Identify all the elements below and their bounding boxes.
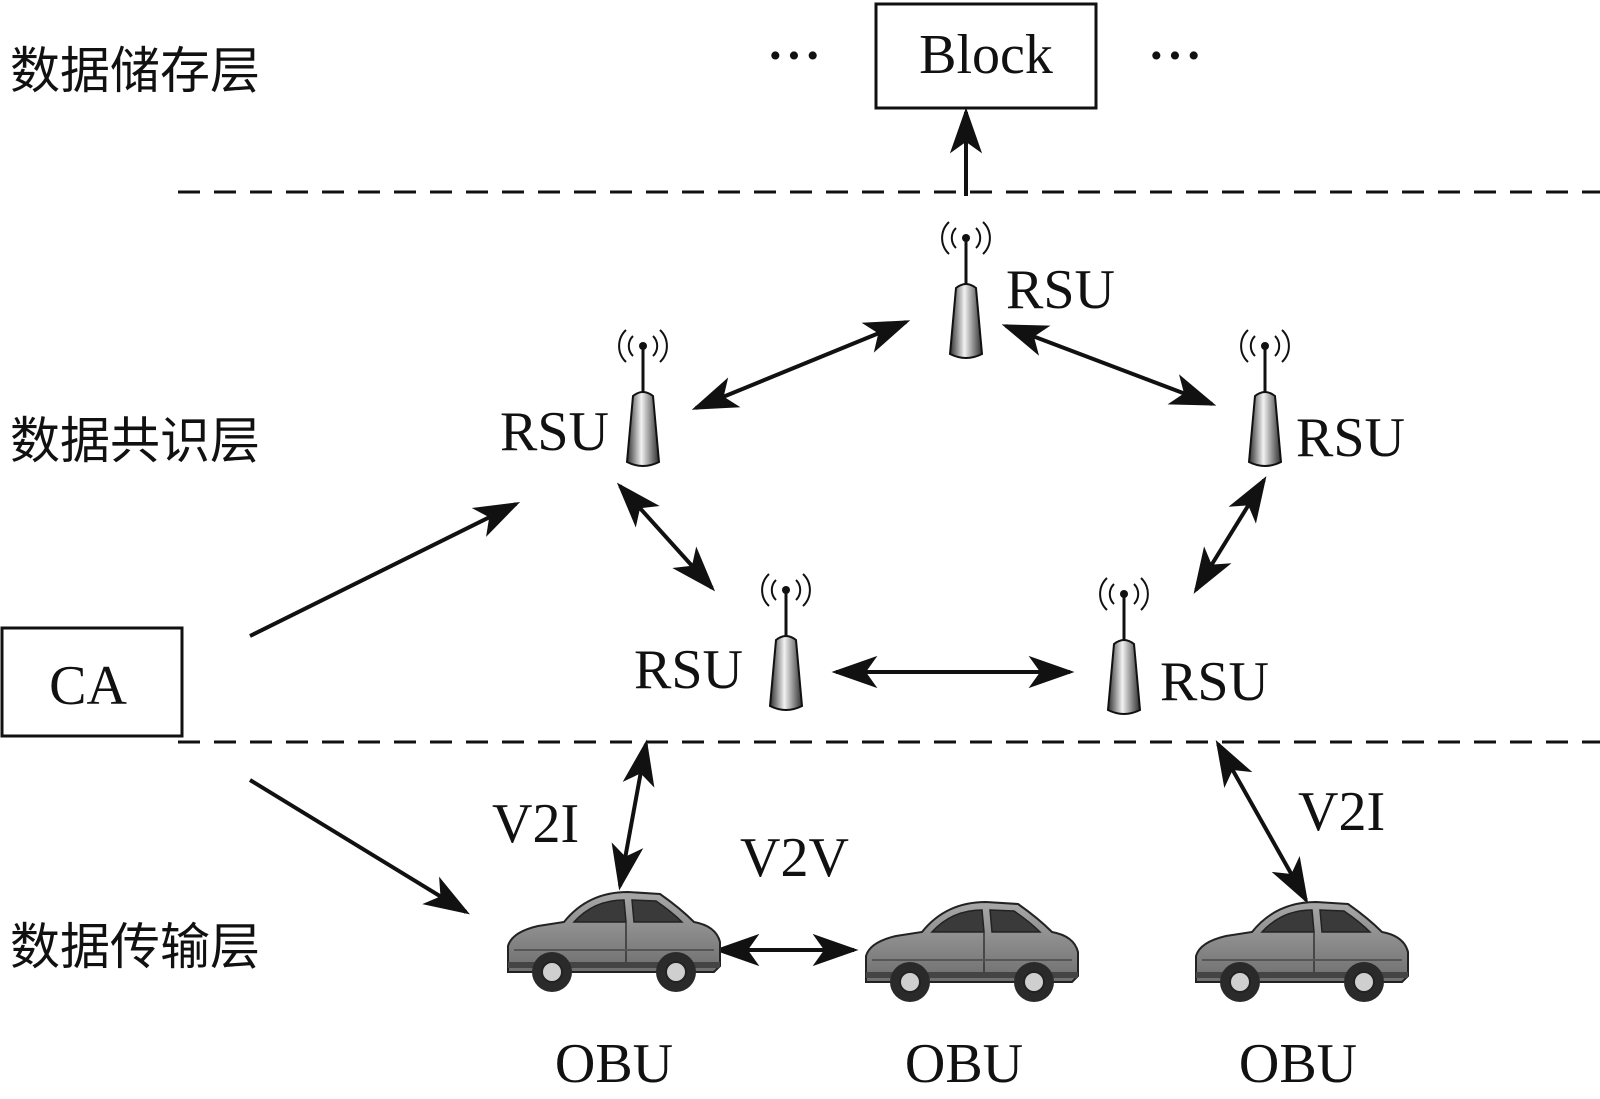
block-ellipsis-left: ··· — [767, 27, 823, 83]
rsu-bottom-right-label: RSU — [1160, 651, 1269, 713]
rsu-right-antenna-icon — [1239, 328, 1291, 468]
rsu-right-label: RSU — [1296, 407, 1405, 469]
obu-middle-label: OBU — [905, 1033, 1023, 1095]
obu-left-label: OBU — [555, 1033, 673, 1095]
arrow-rsu-left-top — [691, 320, 911, 410]
layer-label-storage: 数据储存层 — [10, 42, 260, 100]
ca-box — [0, 626, 184, 738]
block-node: Block — [874, 2, 1098, 110]
arrow-v2i-right — [1215, 739, 1309, 905]
rsu-bottom-right-antenna-icon — [1098, 576, 1150, 716]
rsu-left-label: RSU — [500, 401, 609, 463]
arrow-ca-to-vehicle — [248, 778, 470, 915]
layer-label-transmission: 数据传输层 — [10, 918, 260, 976]
ca-label: CA — [49, 655, 127, 717]
arrow-rsu-left-bottomleft — [616, 482, 716, 592]
car-middle-icon — [865, 901, 1079, 1003]
car-left-icon — [507, 891, 721, 993]
rsu-top-label: RSU — [1006, 259, 1115, 321]
arrow-rsu-right-bottomright — [1193, 476, 1267, 594]
obu-right-label: OBU — [1239, 1033, 1357, 1095]
v2i-right-label: V2I — [1298, 781, 1385, 843]
v2i-left-label: V2I — [492, 793, 579, 855]
rsu-bottom-left-antenna-icon — [760, 572, 812, 712]
block-box — [874, 2, 1098, 110]
car-right-icon — [1195, 901, 1409, 1003]
block-label: Block — [919, 24, 1053, 86]
ca-node: CA — [0, 626, 184, 738]
rsu-bottom-left-label: RSU — [634, 639, 743, 701]
layer-label-consensus: 数据共识层 — [10, 412, 260, 470]
rsu-left-antenna-icon — [617, 328, 669, 468]
arrow-v2i-left — [611, 739, 655, 891]
block-ellipsis-right: ··· — [1148, 27, 1204, 83]
v2v-label: V2V — [740, 827, 849, 889]
arrow-rsu-top-right — [1001, 324, 1217, 406]
arrow-ca-to-consensus — [249, 501, 521, 638]
rsu-top-antenna-icon — [940, 220, 992, 360]
